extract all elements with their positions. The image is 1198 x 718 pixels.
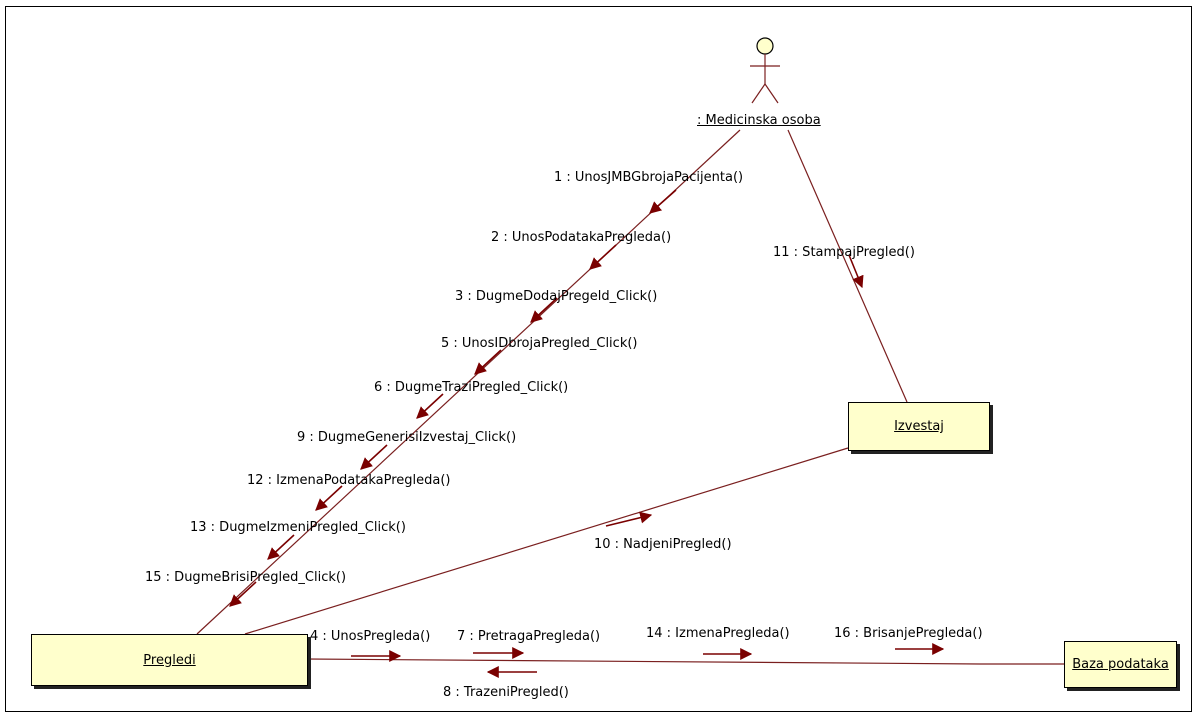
label-m7: 7 : PretragaPregleda() (457, 629, 600, 644)
arrow-m12 (315, 485, 343, 511)
actor-label: : Medicinska osoba (697, 113, 821, 128)
arrow-m10 (605, 511, 653, 527)
object-izvestaj-label: Izvestaj (894, 419, 944, 434)
message-labels: 1 : UnosJMBGbrojaPacijenta() 2 : UnosPod… (145, 170, 983, 700)
arrow-m2 (589, 244, 617, 270)
link-pregledi-izvestaj (244, 447, 849, 635)
object-izvestaj[interactable]: Izvestaj (848, 402, 990, 451)
label-m13: 13 : DugmeIzmeniPregled_Click() (190, 520, 406, 535)
label-m4: 4 : UnosPregleda() (310, 629, 430, 644)
arrow-m9 (360, 444, 388, 470)
label-m5: 5 : UnosIDbrojaPregled_Click() (441, 336, 638, 351)
arrow-m5 (474, 349, 502, 375)
arrow-m13 (267, 534, 295, 560)
arrow-m3 (530, 297, 558, 323)
arrow-m1 (649, 189, 677, 214)
label-m12: 12 : IzmenaPodatakaPregleda() (247, 473, 450, 488)
label-m14: 14 : IzmenaPregleda() (646, 626, 790, 641)
object-pregledi-label: Pregledi (143, 652, 196, 668)
message-arrows (229, 189, 945, 678)
label-m15: 15 : DugmeBrisiPregled_Click() (145, 570, 346, 585)
label-m16: 16 : BrisanjePregleda() (834, 626, 983, 641)
link-actor-pregledi (196, 129, 741, 635)
label-m8: 8 : TrazeniPregled() (443, 685, 569, 700)
actor-icon (750, 37, 780, 104)
link-actor-izvestaj (787, 129, 908, 403)
label-m9: 9 : DugmeGenerisiIzvestaj_Click() (297, 430, 516, 445)
arrow-m11 (848, 254, 864, 289)
diagram-frame (5, 6, 1192, 712)
object-baza-podataka[interactable]: Baza podataka (1064, 641, 1177, 688)
label-m3: 3 : DugmeDodajPregeld_Click() (455, 289, 657, 304)
links (196, 129, 1064, 665)
arrow-m6 (416, 393, 444, 419)
label-m2: 2 : UnosPodatakaPregleda() (491, 230, 671, 245)
object-pregledi[interactable]: Pregledi (31, 634, 308, 686)
label-m11: 11 : StampajPregled() (773, 245, 915, 260)
label-m6: 6 : DugmeTraziPregled_Click() (374, 380, 568, 395)
link-pregledi-baza (305, 658, 1064, 665)
arrow-m15 (229, 581, 257, 607)
label-m1: 1 : UnosJMBGbrojaPacijenta() (554, 170, 743, 185)
label-m10: 10 : NadjeniPregled() (594, 537, 732, 552)
object-baza-label: Baza podataka (1072, 657, 1169, 672)
